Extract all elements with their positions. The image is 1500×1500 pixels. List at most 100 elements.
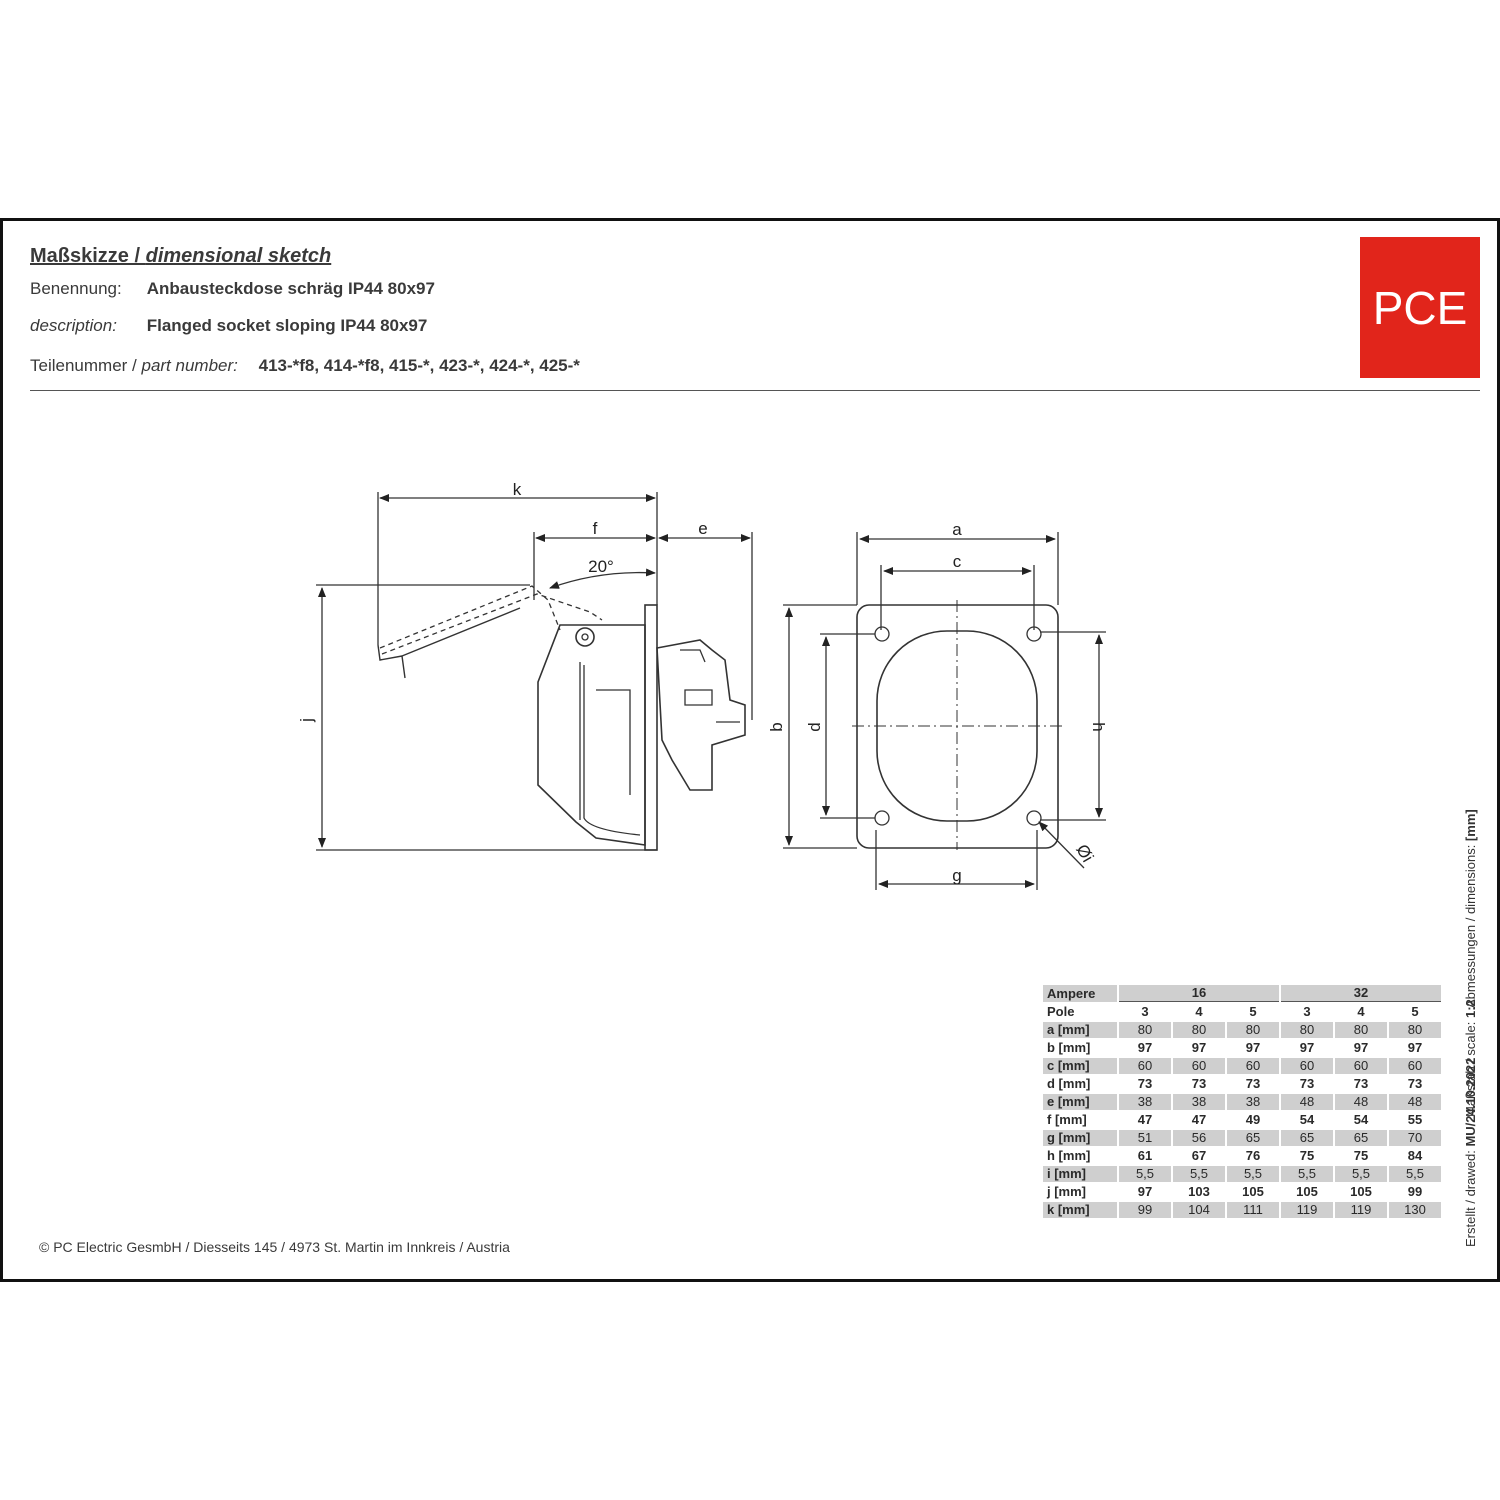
benennung-value: Anbausteckdose schräg IP44 80x97 bbox=[146, 279, 435, 298]
table-cell: 48 bbox=[1389, 1094, 1441, 1110]
label-c: c bbox=[953, 552, 962, 571]
table-cell: 5,5 bbox=[1227, 1166, 1279, 1182]
table-cell: 80 bbox=[1227, 1022, 1279, 1038]
table-cell: 5,5 bbox=[1335, 1166, 1387, 1182]
table-cell: 119 bbox=[1335, 1202, 1387, 1218]
table-cell: 56 bbox=[1173, 1130, 1225, 1146]
benennung-label: Benennung: bbox=[30, 279, 122, 298]
table-cell: 49 bbox=[1227, 1112, 1279, 1128]
table-cell: 47 bbox=[1119, 1112, 1171, 1128]
table-cell: 38 bbox=[1119, 1094, 1171, 1110]
table-cell: 119 bbox=[1281, 1202, 1333, 1218]
table-cell: 111 bbox=[1227, 1202, 1279, 1218]
table-cell: 130 bbox=[1389, 1202, 1441, 1218]
row-label: i [mm] bbox=[1043, 1166, 1117, 1182]
row-label: e [mm] bbox=[1043, 1094, 1117, 1110]
pole-row: Pole 3 4 5 3 4 5 bbox=[1043, 1004, 1441, 1020]
table-cell: 38 bbox=[1173, 1094, 1225, 1110]
table-cell: 97 bbox=[1227, 1040, 1279, 1056]
table-cell: 38 bbox=[1227, 1094, 1279, 1110]
part-number-label: Teilenummer / part number: bbox=[30, 356, 238, 375]
label-angle: 20° bbox=[588, 557, 614, 576]
table-cell: 67 bbox=[1173, 1148, 1225, 1164]
table-cell: 73 bbox=[1335, 1076, 1387, 1092]
table-cell: 97 bbox=[1119, 1184, 1171, 1200]
description-value: Flanged socket sloping IP44 80x97 bbox=[146, 316, 428, 335]
table-cell: 75 bbox=[1281, 1148, 1333, 1164]
table-cell: 80 bbox=[1281, 1022, 1333, 1038]
header-divider bbox=[30, 390, 1480, 391]
row-label: b [mm] bbox=[1043, 1040, 1117, 1056]
table-cell: 60 bbox=[1173, 1058, 1225, 1074]
ampere-row: Ampere 16 32 bbox=[1043, 985, 1441, 1002]
table-cell: 80 bbox=[1389, 1022, 1441, 1038]
label-a: a bbox=[952, 520, 962, 539]
table-cell: 97 bbox=[1281, 1040, 1333, 1056]
table-cell: 73 bbox=[1173, 1076, 1225, 1092]
row-label: g [mm] bbox=[1043, 1130, 1117, 1146]
label-k: k bbox=[513, 480, 522, 499]
description-label: description: bbox=[30, 316, 117, 335]
table-cell: 70 bbox=[1389, 1130, 1441, 1146]
label-i: Øi bbox=[1072, 841, 1097, 865]
table-cell: 54 bbox=[1335, 1112, 1387, 1128]
table-cell: 105 bbox=[1281, 1184, 1333, 1200]
table-cell: 48 bbox=[1335, 1094, 1387, 1110]
row-label: k [mm] bbox=[1043, 1202, 1117, 1218]
label-h: h bbox=[1089, 722, 1108, 731]
benennung-row: Benennung: Anbausteckdose schräg IP44 80… bbox=[30, 279, 435, 299]
table-cell: 47 bbox=[1173, 1112, 1225, 1128]
table-cell: 99 bbox=[1119, 1202, 1171, 1218]
table-cell: 80 bbox=[1335, 1022, 1387, 1038]
table-cell: 5,5 bbox=[1173, 1166, 1225, 1182]
drawing-sheet: Maßskizze / dimensional sketch Benennung… bbox=[0, 218, 1500, 1282]
table-cell: 51 bbox=[1119, 1130, 1171, 1146]
side-view bbox=[316, 492, 753, 851]
part-number-value: 413-*f8, 414-*f8, 415-*, 423-*, 424-*, 4… bbox=[258, 356, 580, 375]
table-cell: 80 bbox=[1119, 1022, 1171, 1038]
table-cell: 80 bbox=[1173, 1022, 1225, 1038]
table-cell: 97 bbox=[1173, 1040, 1225, 1056]
table-cell: 5,5 bbox=[1389, 1166, 1441, 1182]
description-row: description: Flanged socket sloping IP44… bbox=[30, 316, 427, 336]
row-label: j [mm] bbox=[1043, 1184, 1117, 1200]
table-cell: 99 bbox=[1389, 1184, 1441, 1200]
table-cell: 54 bbox=[1281, 1112, 1333, 1128]
label-j: j bbox=[297, 718, 316, 723]
row-label: h [mm] bbox=[1043, 1148, 1117, 1164]
row-label: a [mm] bbox=[1043, 1022, 1117, 1038]
table-cell: 5,5 bbox=[1281, 1166, 1333, 1182]
table-cell: 55 bbox=[1389, 1112, 1441, 1128]
ampere-group-16: 16 bbox=[1119, 985, 1279, 1002]
copyright-text: © PC Electric GesmbH / Diesseits 145 / 4… bbox=[39, 1239, 510, 1255]
table-cell: 65 bbox=[1281, 1130, 1333, 1146]
table-cell: 60 bbox=[1281, 1058, 1333, 1074]
table-cell: 103 bbox=[1173, 1184, 1225, 1200]
row-label: f [mm] bbox=[1043, 1112, 1117, 1128]
table-cell: 104 bbox=[1173, 1202, 1225, 1218]
table-cell: 105 bbox=[1335, 1184, 1387, 1200]
table-cell: 97 bbox=[1119, 1040, 1171, 1056]
dimension-labels: k f e 20° j a c b d h g Øi bbox=[297, 480, 1108, 885]
table-cell: 73 bbox=[1389, 1076, 1441, 1092]
label-g: g bbox=[952, 866, 961, 885]
row-label: c [mm] bbox=[1043, 1058, 1117, 1074]
label-e: e bbox=[698, 519, 707, 538]
ampere-group-32: 32 bbox=[1281, 985, 1441, 1002]
label-b: b bbox=[767, 722, 786, 731]
label-f: f bbox=[593, 519, 598, 538]
table-cell: 65 bbox=[1335, 1130, 1387, 1146]
